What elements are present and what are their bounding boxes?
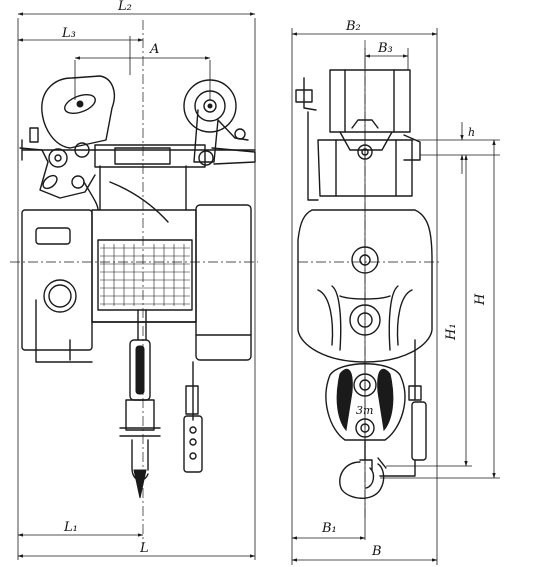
dim-b3-label: B₃ <box>377 41 393 56</box>
side-view: 3т B₂ B₃ h H₁ H B₁ <box>291 19 500 565</box>
dim-b2-label: B₂ <box>345 19 361 34</box>
dim-a-label: A <box>149 42 159 57</box>
dim-b-label: B <box>371 544 382 559</box>
dim-h1-label: H₁ <box>444 323 459 341</box>
dim-l2-label: L₂ <box>117 0 132 14</box>
dim-h-label: h <box>468 126 475 139</box>
hook-capacity-mark: 3т <box>356 404 373 417</box>
rope-drum-hatching <box>100 244 190 306</box>
dim-h-total-label: H <box>473 293 488 306</box>
front-view: L₂ L₃ A L₁ L <box>10 0 258 560</box>
dim-l3-label: L₃ <box>61 26 76 41</box>
dim-l-label: L <box>139 541 149 556</box>
dim-l1-label: L₁ <box>63 520 78 535</box>
dim-b1-label: B₁ <box>321 521 337 536</box>
